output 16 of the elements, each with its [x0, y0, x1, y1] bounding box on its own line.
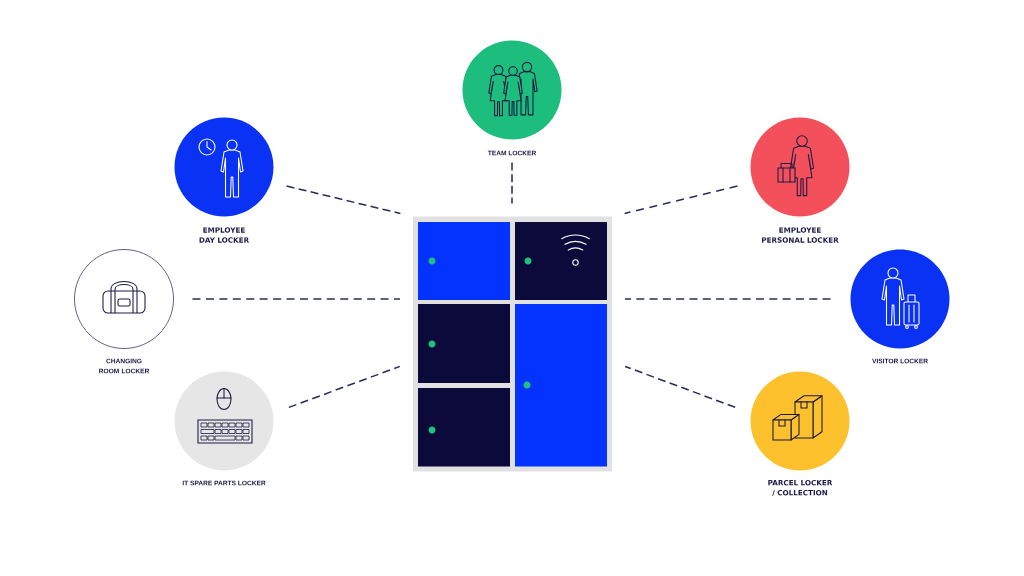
bag-icon	[102, 280, 146, 314]
dashed-line	[511, 161, 513, 205]
dashed-line	[624, 298, 832, 300]
dashed-line	[191, 298, 401, 300]
person-with-suitcase-icon	[881, 267, 920, 329]
people-icon	[488, 61, 538, 117]
clock-icon	[198, 138, 216, 156]
mouse-icon	[216, 387, 232, 411]
boxes-icon	[772, 395, 823, 441]
dashed-line	[285, 185, 402, 215]
keyboard-icon	[197, 419, 253, 444]
dashed-line	[288, 365, 401, 409]
person-with-bag-icon	[777, 135, 815, 197]
person-icon	[220, 139, 244, 198]
dashed-line	[623, 185, 739, 215]
dashed-line	[624, 365, 736, 409]
